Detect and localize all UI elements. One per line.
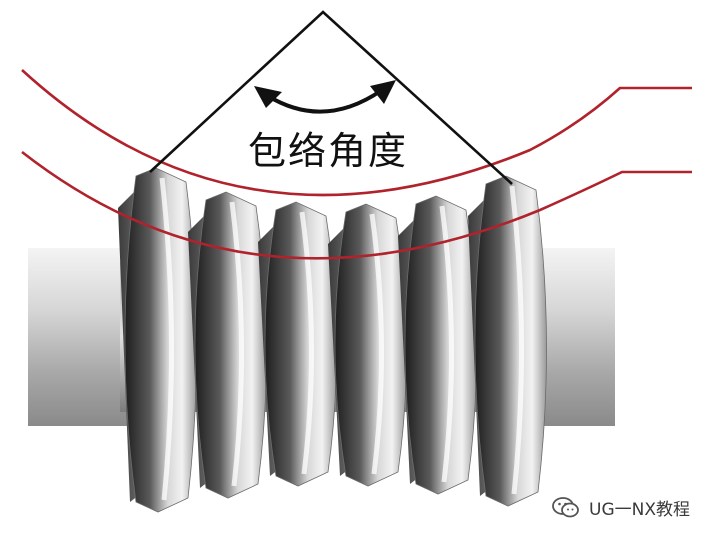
thread-tooth [404, 195, 477, 495]
thread-highlight [369, 213, 385, 475]
thread-highlight [229, 201, 245, 487]
thread-tooth [474, 175, 547, 507]
angle-triangle [149, 10, 513, 185]
watermark: UG一NX教程 [551, 495, 690, 520]
angle-label: 包络角度 [248, 129, 408, 173]
inner-arc [21, 150, 692, 260]
envelope-arcs [21, 69, 692, 260]
thread-highlight [299, 211, 315, 475]
angle-arrow [254, 80, 396, 114]
outer-arc [21, 69, 692, 197]
watermark-text: UG一NX教程 [589, 500, 690, 520]
thread-highlight [509, 185, 525, 495]
angle-arrow-arc [266, 88, 384, 114]
wechat-icon [552, 496, 579, 517]
thread-tooth [334, 203, 407, 487]
thread-highlight [159, 177, 175, 501]
thread-tooth [264, 201, 337, 487]
arrow-head-left-icon [254, 86, 282, 108]
angle-lines [149, 10, 513, 185]
thread-tooth [194, 191, 267, 499]
arrow-head-right-icon [370, 80, 396, 104]
shaft-left [28, 248, 138, 426]
worm-threads [118, 167, 547, 513]
